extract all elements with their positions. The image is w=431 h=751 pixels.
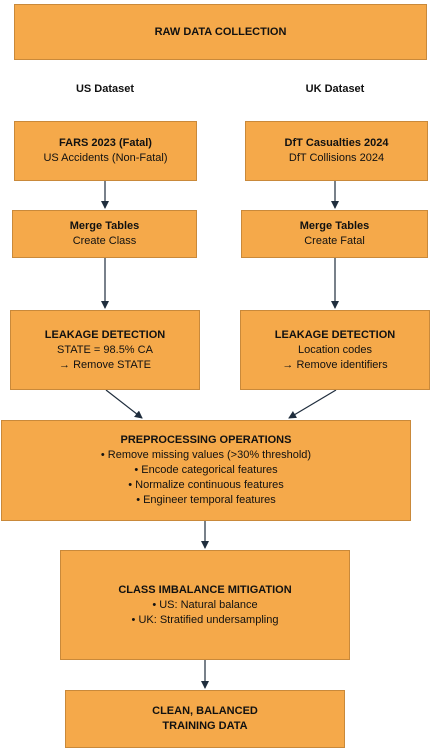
uk-merge-title: Merge Tables <box>299 220 370 232</box>
uk-merge-box: Merge Tables Create Fatal <box>241 210 428 258</box>
us-leakage-line1: STATE = 98.5% CA <box>57 343 153 356</box>
raw-data-collection-title: RAW DATA COLLECTION <box>154 25 287 38</box>
us-source-box: FARS 2023 (Fatal) US Accidents (Non-Fata… <box>14 121 197 181</box>
us-leakage-box: LEAKAGE DETECTION STATE = 98.5% CA → Rem… <box>10 310 200 390</box>
uk-leakage-title: LEAKAGE DETECTION <box>274 328 396 341</box>
preprocessing-item: • Remove missing values (>30% threshold) <box>100 449 312 461</box>
final-line2: TRAINING DATA <box>162 720 248 732</box>
uk-source-line1: DfT Collisions 2024 <box>288 152 385 164</box>
uk-dataset-label: UK Dataset <box>305 83 365 95</box>
final-line1: CLEAN, BALANCED <box>152 705 258 717</box>
preprocessing-item: • Encode categorical features <box>134 464 278 476</box>
uk-leakage-line1: Location codes <box>298 343 372 356</box>
us-leakage-title: LEAKAGE DETECTION <box>44 328 166 341</box>
us-merge-title: Merge Tables <box>69 220 140 232</box>
class-imbalance-item: • US: Natural balance <box>152 598 258 611</box>
class-imbalance-box: CLASS IMBALANCE MITIGATION • US: Natural… <box>60 550 350 660</box>
uk-source-box: DfT Casualties 2024 DfT Collisions 2024 <box>245 121 428 181</box>
preprocessing-box: PREPROCESSING OPERATIONS • Remove missin… <box>1 420 411 521</box>
us-dataset-label: US Dataset <box>75 83 135 95</box>
us-source-title: FARS 2023 (Fatal) <box>59 137 152 149</box>
arrow-uk-leak-to-preprocessing <box>288 389 337 419</box>
uk-merge-line1: Create Fatal <box>304 235 365 247</box>
class-imbalance-title: CLASS IMBALANCE MITIGATION <box>118 583 292 596</box>
class-imbalance-item: • UK: Stratified undersampling <box>131 613 279 626</box>
final-training-data-box: CLEAN, BALANCED TRAINING DATA <box>65 690 345 748</box>
us-merge-box: Merge Tables Create Class <box>12 210 197 258</box>
uk-source-title: DfT Casualties 2024 <box>284 137 389 149</box>
uk-leakage-box: LEAKAGE DETECTION Location codes → Remov… <box>240 310 430 390</box>
preprocessing-item: • Engineer temporal features <box>136 494 276 506</box>
preprocessing-item: • Normalize continuous features <box>128 479 284 491</box>
arrow-us-leak-to-preprocessing <box>105 389 143 419</box>
us-source-line1: US Accidents (Non-Fatal) <box>43 152 168 164</box>
raw-data-collection-box: RAW DATA COLLECTION <box>14 4 427 60</box>
us-leakage-line2: → Remove STATE <box>59 358 151 371</box>
us-merge-line1: Create Class <box>72 235 137 247</box>
uk-leakage-line2: → Remove identifiers <box>282 358 388 371</box>
preprocessing-title: PREPROCESSING OPERATIONS <box>120 434 292 446</box>
